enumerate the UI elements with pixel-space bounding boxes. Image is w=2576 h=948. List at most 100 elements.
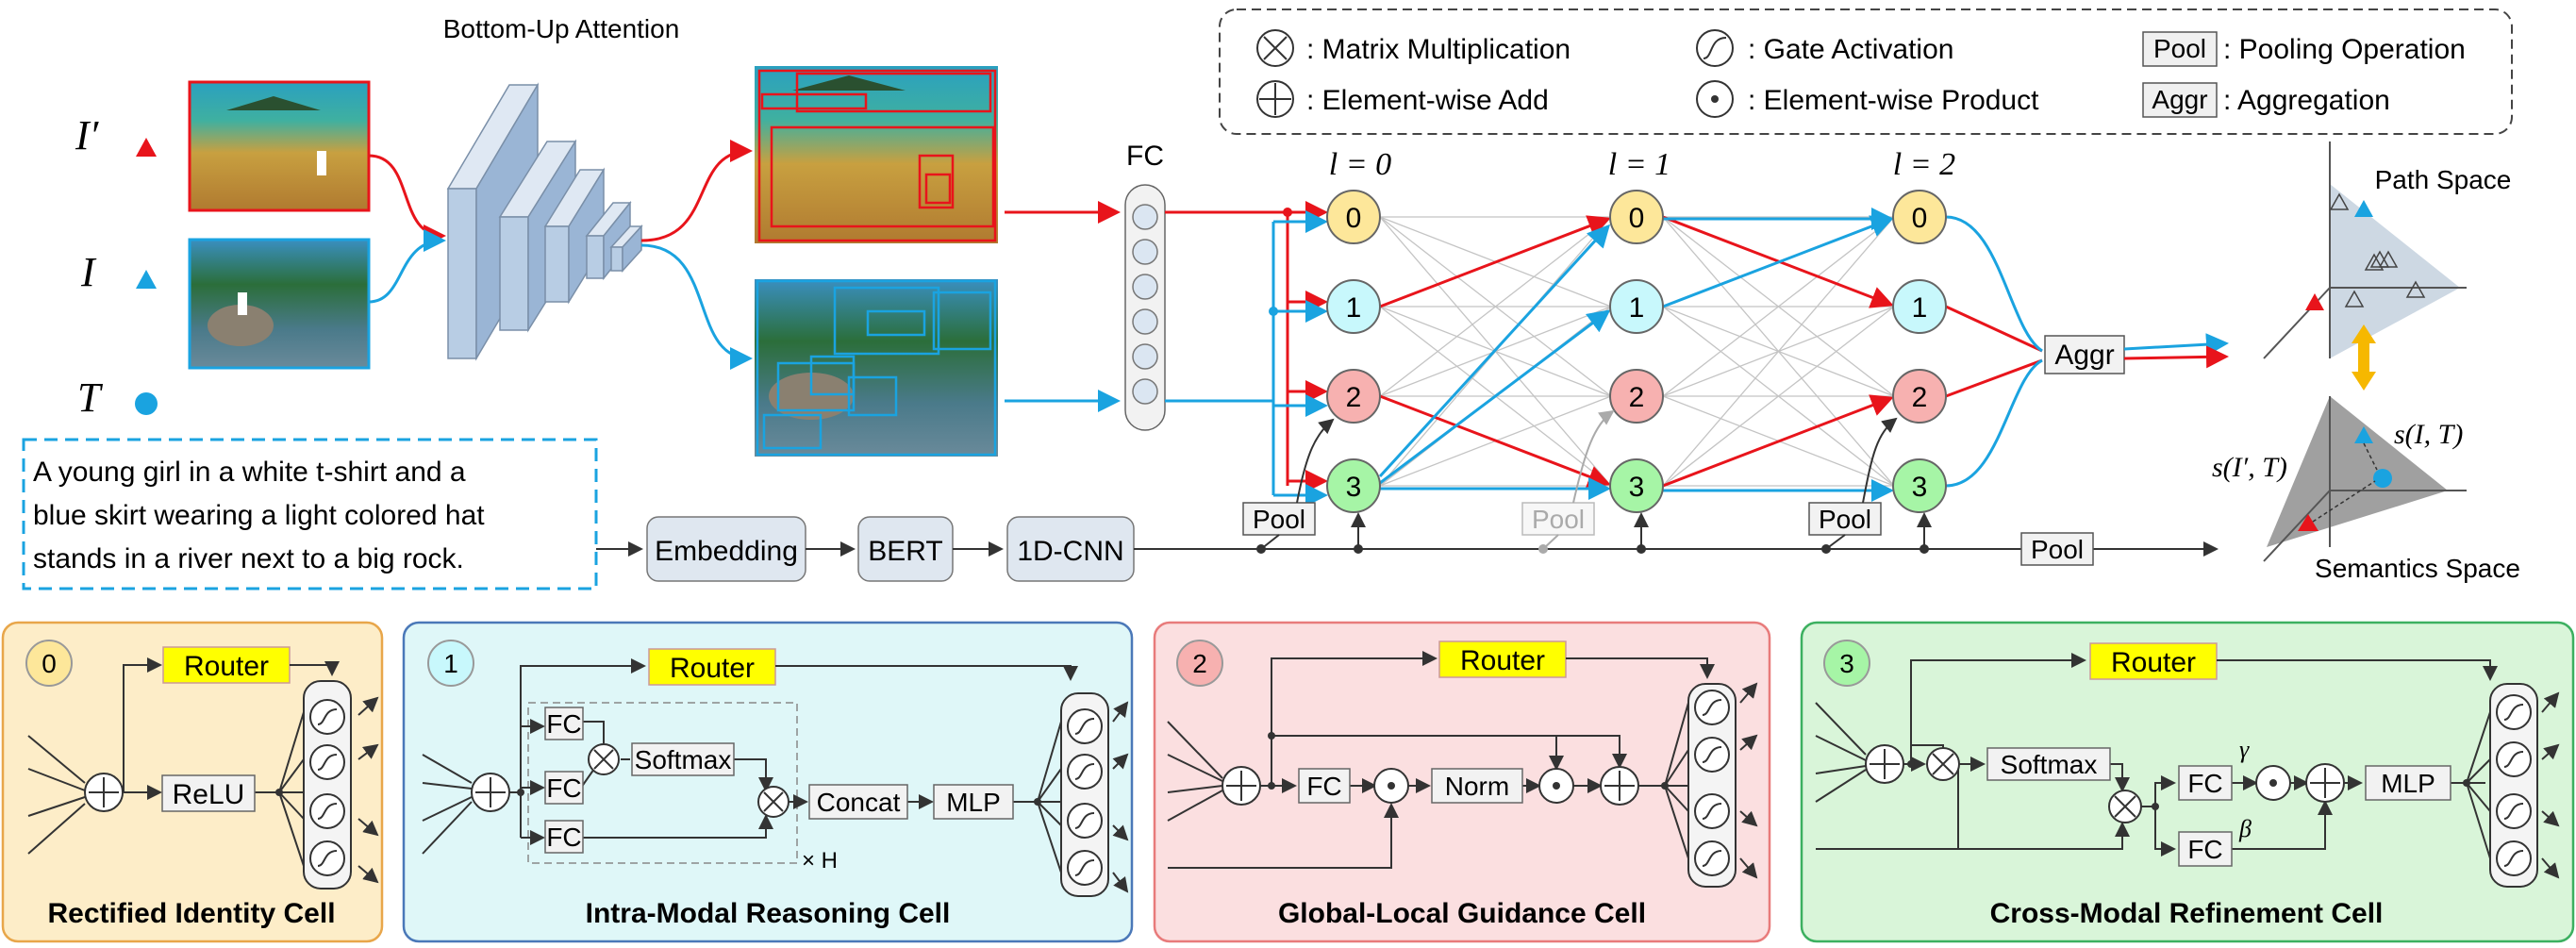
legend-aggr-label: Aggr (2152, 85, 2207, 114)
cell-2-router-box (1438, 640, 1567, 678)
node-1-3: 3 (1629, 472, 1645, 503)
caption-line-2: blue skirt wearing a light colored hat (33, 500, 485, 531)
detected-image-i (755, 279, 998, 457)
cell-3-fc-gamma-box (2178, 765, 2233, 801)
cell-2-fc-box (1298, 768, 1351, 804)
cell-1-concat: Concat (817, 788, 901, 817)
node-0-0: 0 (1346, 203, 1362, 234)
layer-0-nodes (1326, 190, 1381, 513)
node-2-0: 0 (1912, 203, 1928, 234)
legend-matmul: : Matrix Multiplication (1306, 34, 1571, 65)
cell-3-mlp: MLP (2381, 769, 2435, 798)
caption-line-3: stands in a river next to a big rock. (33, 543, 464, 574)
pool-label-4: Pool (2031, 535, 2084, 564)
cell-3-fc-gamma: FC (2187, 769, 2222, 798)
cell-1-router-box (648, 648, 776, 686)
layer-1-nodes (1609, 190, 1664, 513)
path-space: Path Space (2263, 141, 2511, 359)
legend-aggr: : Aggregation (2223, 85, 2390, 116)
legend-pool-box (2142, 31, 2218, 67)
cell-1-heads: × H (802, 848, 838, 873)
node-2-2: 2 (1912, 382, 1928, 413)
node-0-2: 2 (1346, 382, 1362, 413)
cell-1-fc-v: FC (546, 823, 581, 852)
caption-box (22, 438, 598, 590)
image-i (188, 238, 371, 370)
cell-3-fc-beta-box (2178, 831, 2233, 867)
node-0-1: 1 (1346, 292, 1362, 324)
red-triangle-icon (136, 138, 157, 157)
add-icon (1256, 80, 1294, 118)
matmul-icon (1256, 29, 1294, 67)
gate-icon (1696, 29, 1734, 67)
cell-0-relu: ReLU (173, 779, 245, 810)
fc-label: FC (1126, 141, 1164, 172)
legend-add: : Element-wise Add (1306, 85, 1549, 116)
score-s-iprime-t: s(I′, T) (2212, 452, 2287, 483)
cell-1-concat-box (808, 784, 908, 820)
input-i-prime: I′ (75, 112, 100, 158)
cell-2-id: 2 (1192, 649, 1207, 678)
pool-label-3: Pool (1819, 505, 1871, 534)
input-i: I (80, 249, 97, 295)
cell-1-id: 1 (443, 649, 458, 678)
cell-1-fc-k: FC (546, 773, 581, 803)
blue-triangle-icon (136, 270, 157, 289)
input-t: T (77, 374, 104, 421)
pool-box-3 (1808, 502, 1882, 536)
cell-1-title: Intra-Modal Reasoning Cell (586, 898, 951, 929)
caption-line-1: A young girl in a white t-shirt and a (33, 457, 466, 488)
space-link-arrow (2352, 324, 2376, 391)
semantics-space-label: Semantics Space (2315, 554, 2520, 583)
semantics-space: s(I, T) s(I′, T) Semantics Space (2212, 396, 2520, 583)
node-2-3: 3 (1912, 472, 1928, 503)
cell-0-id: 0 (42, 649, 57, 678)
cell-3-softmax-box (1986, 747, 2111, 781)
cell-1-fc-q-box (544, 707, 584, 740)
cell-panel-0: 0 Router ReLU Rectified Identity Cell (1, 621, 384, 943)
cell-1-fc-q: FC (546, 709, 581, 739)
cell-panel-2: 2 Router FC Norm (1153, 621, 1771, 943)
embedding-label: Embedding (655, 536, 798, 567)
cell-0-title: Rectified Identity Cell (47, 898, 335, 929)
cell-3-beta: β (2238, 815, 2252, 842)
cell-2-norm-box (1431, 768, 1523, 804)
cell-1-mlp: MLP (946, 788, 1001, 817)
cell-panel-1: 1 Router FC (402, 621, 1134, 943)
cell-3-fc-beta: FC (2187, 835, 2222, 864)
cell-2-router: Router (1460, 645, 1545, 676)
legend: : Matrix Multiplication : Element-wise A… (1219, 8, 2513, 135)
image-i-prime (188, 80, 371, 212)
node-2-1: 1 (1912, 292, 1928, 324)
cell-2-title: Global-Local Guidance Cell (1278, 898, 1646, 929)
cell-3-softmax: Softmax (2001, 750, 2098, 779)
layer-2-nodes (1892, 190, 1947, 513)
node-1-2: 2 (1629, 382, 1645, 413)
legend-aggr-box (2142, 82, 2218, 118)
cell-0-router: Router (184, 651, 269, 682)
cell-1-fc-k-box (544, 771, 584, 805)
blue-circle-icon (135, 392, 158, 415)
node-1-0: 0 (1629, 203, 1645, 234)
routing-network: l = 0 l = 1 l = 2 0 1 2 3 0 1 (1165, 147, 2229, 513)
cell-2-fc: FC (1306, 772, 1341, 801)
text-pipeline: Embedding BERT 1D-CNN Pool Pool Pool Poo… (596, 409, 2219, 582)
pool-label-2: Pool (1532, 505, 1585, 534)
bottom-up-attention: Bottom-Up Attention (368, 14, 1121, 457)
node-0-3: 3 (1346, 472, 1362, 503)
score-s-i-t: s(I, T) (2394, 419, 2463, 450)
legend-pool: : Pooling Operation (2223, 34, 2466, 65)
pool-label-1: Pool (1253, 505, 1305, 534)
bert-label: BERT (868, 536, 942, 567)
fc-layer: FC (1124, 141, 1166, 431)
cell-1-router: Router (670, 653, 755, 684)
layer-label-0: l = 0 (1329, 147, 1391, 182)
cell-0-router-box (162, 646, 291, 684)
aggr-label: Aggr (2054, 340, 2114, 371)
cell-1-mlp-box (933, 784, 1014, 820)
cell-3-mlp-box (2365, 765, 2451, 801)
product-icon (1696, 80, 1734, 118)
cell-1-softmax: Softmax (635, 745, 732, 774)
cnn-label: 1D-CNN (1017, 536, 1123, 567)
